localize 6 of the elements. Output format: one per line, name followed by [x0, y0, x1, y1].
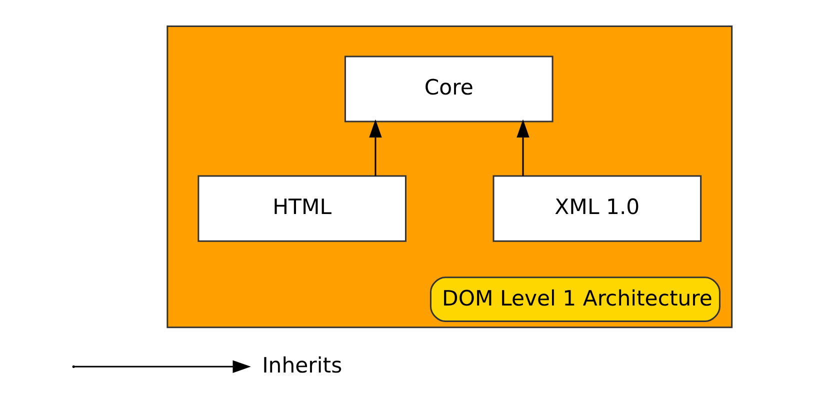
arrow	[516, 119, 529, 176]
node-box: Core	[344, 56, 553, 122]
node-box: HTML	[197, 175, 406, 242]
node-box: XML 1.0	[492, 175, 702, 242]
legend-label: Inherits	[262, 352, 342, 378]
arrow	[368, 119, 382, 176]
